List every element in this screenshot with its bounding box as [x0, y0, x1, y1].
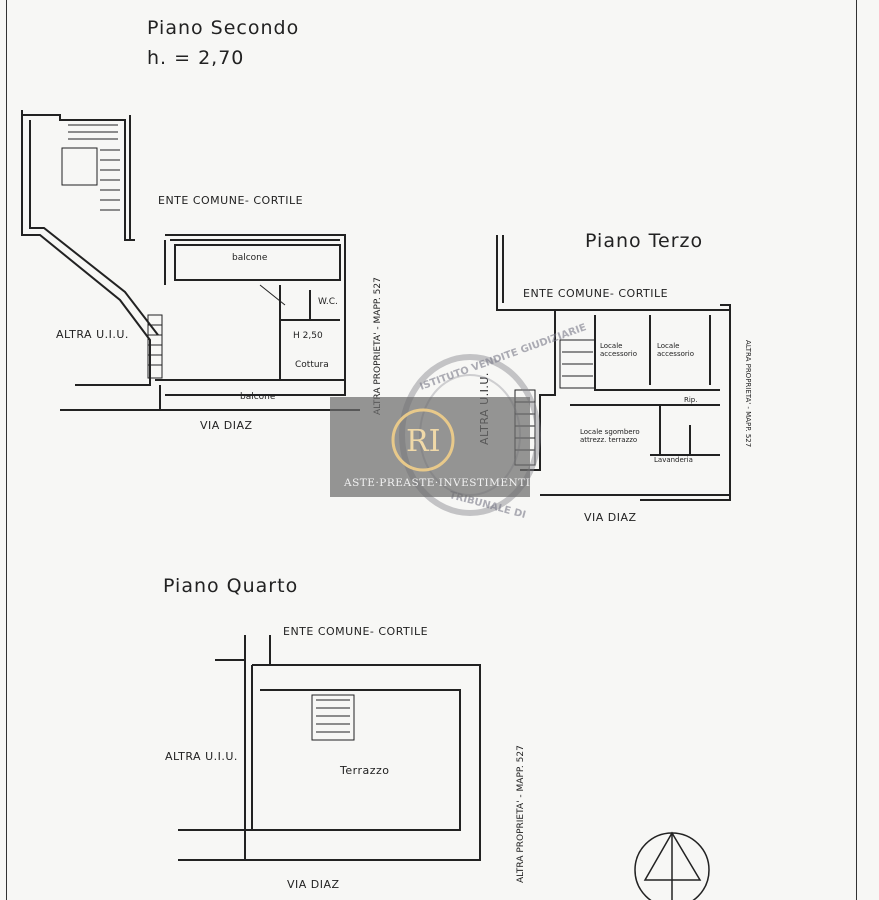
floor3-other-property: ALTRA PROPRIETA' - MAPP. 527 [744, 340, 752, 448]
logo-letters: RI [406, 424, 440, 459]
floor2-kitchen-height: H 2,50 [293, 331, 323, 341]
floor3-title: Piano Terzo [585, 230, 704, 252]
floor3-courtyard-label: ENTE COMUNE- CORTILE [523, 287, 669, 300]
floor2-street: VIA DIAZ [200, 419, 253, 432]
floor2-courtyard-label: ENTE COMUNE- CORTILE [158, 194, 304, 207]
floor2-wc-label: W.C. [318, 297, 338, 307]
left-border [6, 0, 7, 900]
floor3-room2-label: Locale accessorio [657, 342, 694, 358]
north-arrow [634, 831, 710, 900]
floor4-other-unit: ALTRA U.I.U. [165, 750, 238, 763]
floor3-laundry-label: Lavanderia [654, 456, 693, 464]
floor3-street: VIA DIAZ [584, 511, 637, 524]
floor2-walls [21, 110, 360, 411]
floor4-title: Piano Quarto [163, 575, 299, 597]
watermark-brand: ASTE·PREASTE·INVESTIMENTI [344, 477, 531, 489]
floor4-stair [311, 694, 355, 741]
floor2-title: Piano Secondo [147, 17, 300, 39]
floor3-room3-label: Locale sgombero attrezz. terrazzo [580, 428, 640, 444]
floor3-room1-label: Locale accessorio [600, 342, 637, 358]
right-border [856, 0, 857, 900]
floor3-walls [496, 235, 731, 501]
floor2-height: h. = 2,70 [147, 47, 245, 69]
floor3-storage-label: Rip. [684, 396, 698, 404]
floor4-courtyard-label: ENTE COMUNE- CORTILE [283, 625, 429, 638]
floor4-street: VIA DIAZ [287, 878, 340, 891]
watermark-band [330, 397, 530, 497]
floor2-kitchen-label: Cottura [295, 360, 329, 370]
floor4-terrace-label: Terrazzo [340, 764, 390, 777]
floor2-other-unit: ALTRA U.I.U. [56, 328, 129, 341]
floor2-balcony-top-label: balcone [232, 253, 268, 263]
floor2-stairs [61, 124, 163, 379]
brand-logo-icon: RI [391, 408, 455, 472]
floor2-balcony-bottom-label: balcone [240, 392, 276, 402]
floor4-walls [178, 635, 481, 861]
floor2-other-property: ALTRA PROPRIETA' - MAPP. 527 [373, 277, 383, 415]
floor4-other-property: ALTRA PROPRIETA' - MAPP. 527 [516, 745, 526, 883]
